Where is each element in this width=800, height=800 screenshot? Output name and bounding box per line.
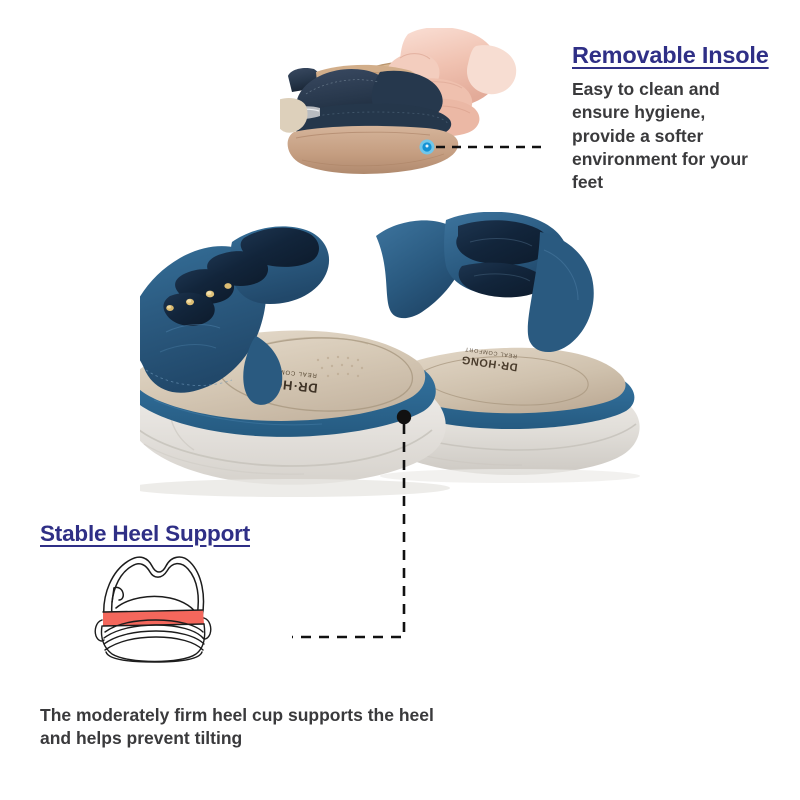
insole-photo bbox=[280, 28, 548, 200]
sandals-photo-graphic: DR·HONG REAL COMFORT bbox=[140, 212, 640, 497]
removable-insole-heading: Removable Insole bbox=[572, 42, 769, 68]
insole-photo-graphic bbox=[280, 28, 517, 174]
heel-cup-illustration bbox=[72, 548, 224, 664]
sandal-left: DR·HONG REAL COMFORT bbox=[140, 226, 446, 485]
footbed-perforations bbox=[316, 355, 364, 378]
heel-cup-line-art bbox=[94, 556, 212, 663]
stable-heel-support-heading: Stable Heel Support bbox=[40, 521, 250, 546]
stable-heel-support-description: The moderately firm heel cup supports th… bbox=[40, 705, 434, 749]
sandals-photo: DR·HONG REAL COMFORT bbox=[140, 212, 660, 512]
gold-studs bbox=[166, 283, 232, 311]
wedge-sole bbox=[280, 98, 459, 174]
removable-insole-description: Easy to clean and ensure hygiene, provid… bbox=[572, 79, 748, 193]
